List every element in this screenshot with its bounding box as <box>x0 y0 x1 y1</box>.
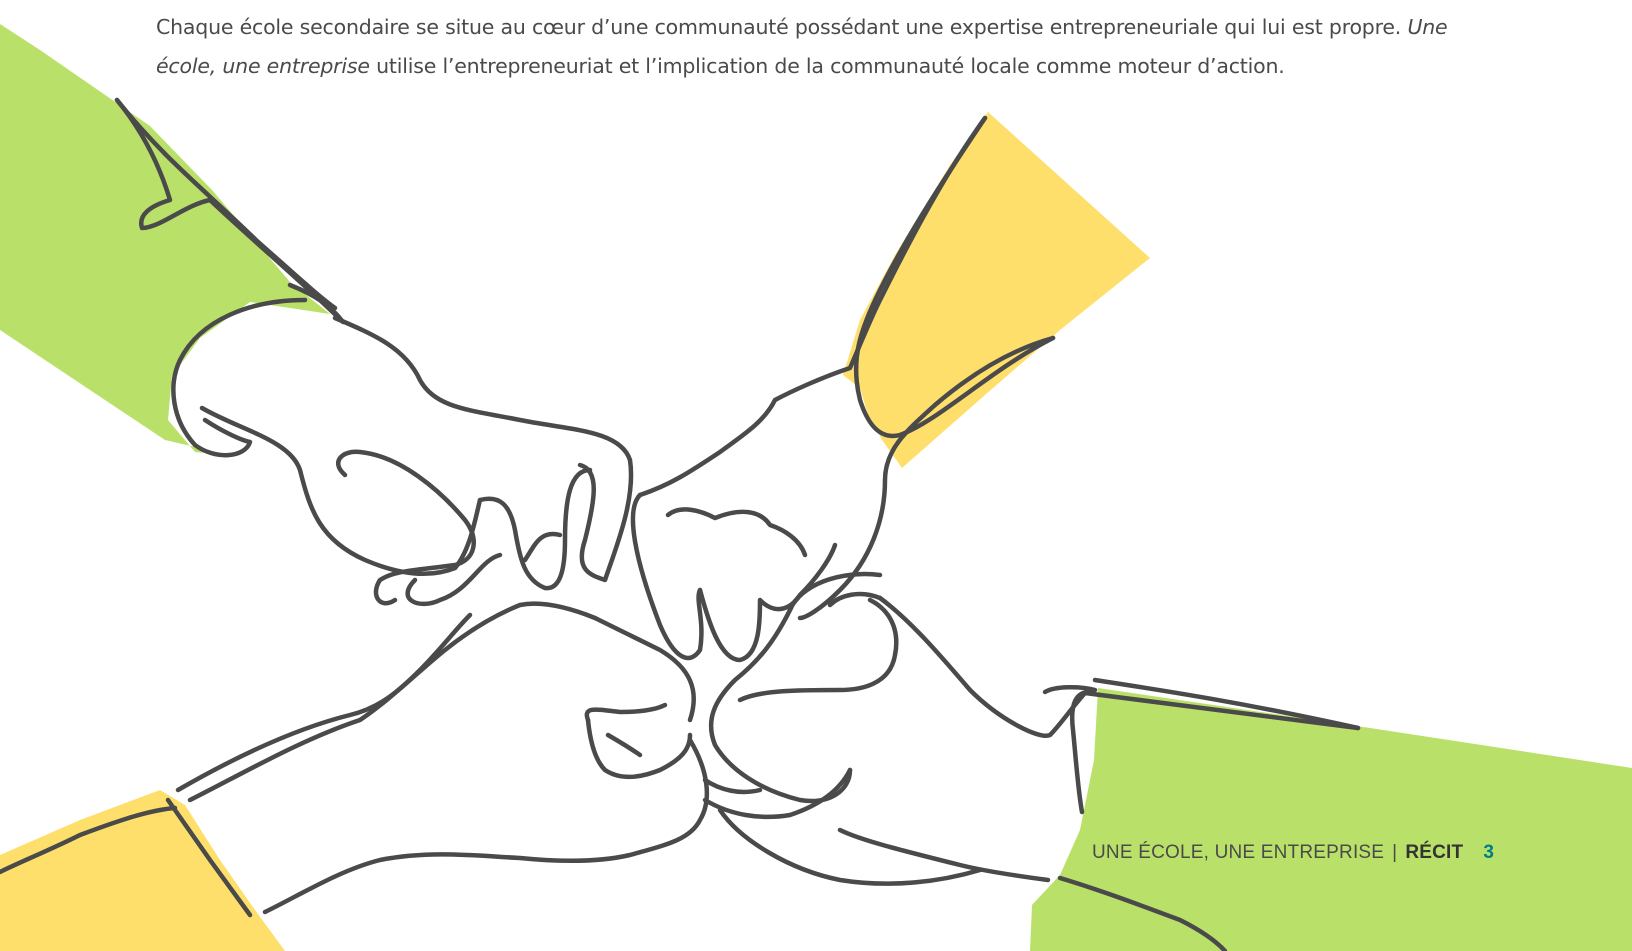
footer-separator: | <box>1392 842 1398 863</box>
green-sleeve-top-left <box>0 24 330 455</box>
publication-title: UNE ÉCOLE, UNE ENTREPRISE <box>1092 842 1385 863</box>
intro-text-part2: utilise l’entrepreneuriat et l’implicati… <box>369 54 1285 78</box>
intro-paragraph: Chaque école secondaire se situe au cœur… <box>156 8 1496 86</box>
sleeve-color-shapes <box>0 24 1632 951</box>
page-number: 3 <box>1483 842 1495 863</box>
green-sleeve-bottom-right <box>1030 688 1632 951</box>
hands-outline <box>0 97 1361 951</box>
page-footer: UNE ÉCOLE, UNE ENTREPRISE | RÉCIT 3 <box>1092 842 1494 864</box>
yellow-sleeve-top-right <box>843 112 1150 468</box>
intro-text-emphasis: Une école, une entreprise <box>156 15 1448 78</box>
intro-text-part1: Chaque école secondaire se situe au cœur… <box>156 15 1408 39</box>
yellow-sleeve-bottom-left <box>0 790 285 951</box>
section-label: RÉCIT <box>1405 842 1464 863</box>
